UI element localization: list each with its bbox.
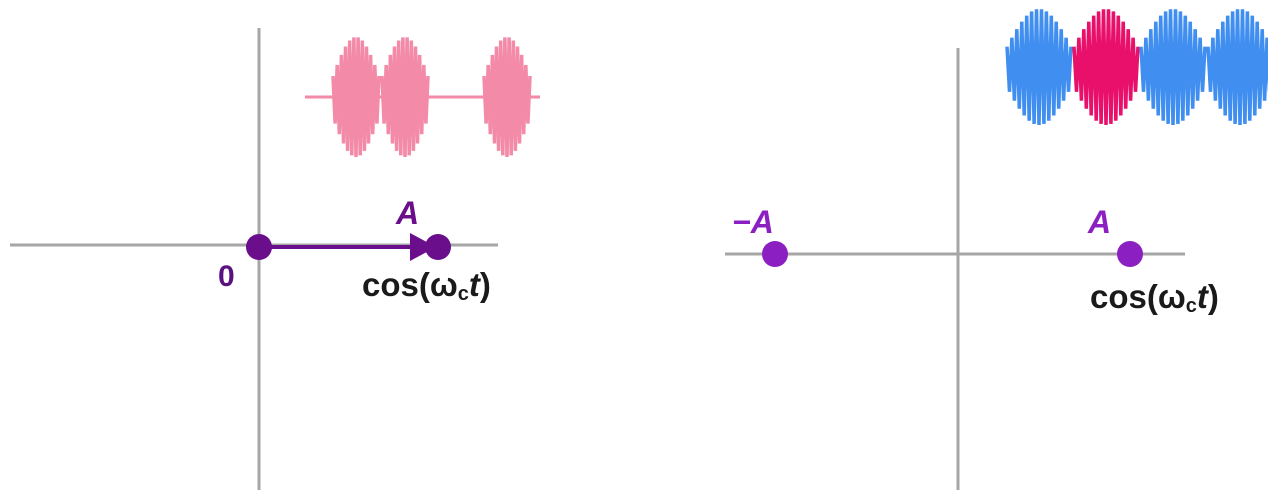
axis-label-right: cos(ωct) [1090,278,1219,317]
bpsk-constellation-panel: −A A cos(ωct) [620,0,1268,493]
axis-label-left: cos(ωct) [362,266,491,305]
bpsk-burst-blue [1005,9,1073,126]
point-a-label-left: A [396,195,420,231]
point-a-right [1117,241,1143,267]
point-a-left [425,234,451,260]
vector-arrow-head [410,233,436,261]
bpsk-constellation-diagram [725,9,1268,490]
ook-constellation-panel: 0 A cos(ωct) [0,0,620,493]
point-neg-a [762,241,788,267]
ook-waveform-icon [305,37,540,158]
bpsk-burst-blue [1206,9,1268,126]
bpsk-burst-magenta [1072,9,1140,126]
bpsk-burst-blue [1139,9,1207,126]
point-neg-a-label: −A [732,204,774,240]
origin-label: 0 [218,260,235,293]
ook-constellation-diagram [10,28,540,490]
ook-burst [380,37,430,158]
ook-burst [482,37,532,158]
point-a-label-right: A [1088,204,1112,240]
ook-burst [331,37,381,158]
bpsk-waveform-icon [1005,9,1268,126]
origin-point [246,234,272,260]
